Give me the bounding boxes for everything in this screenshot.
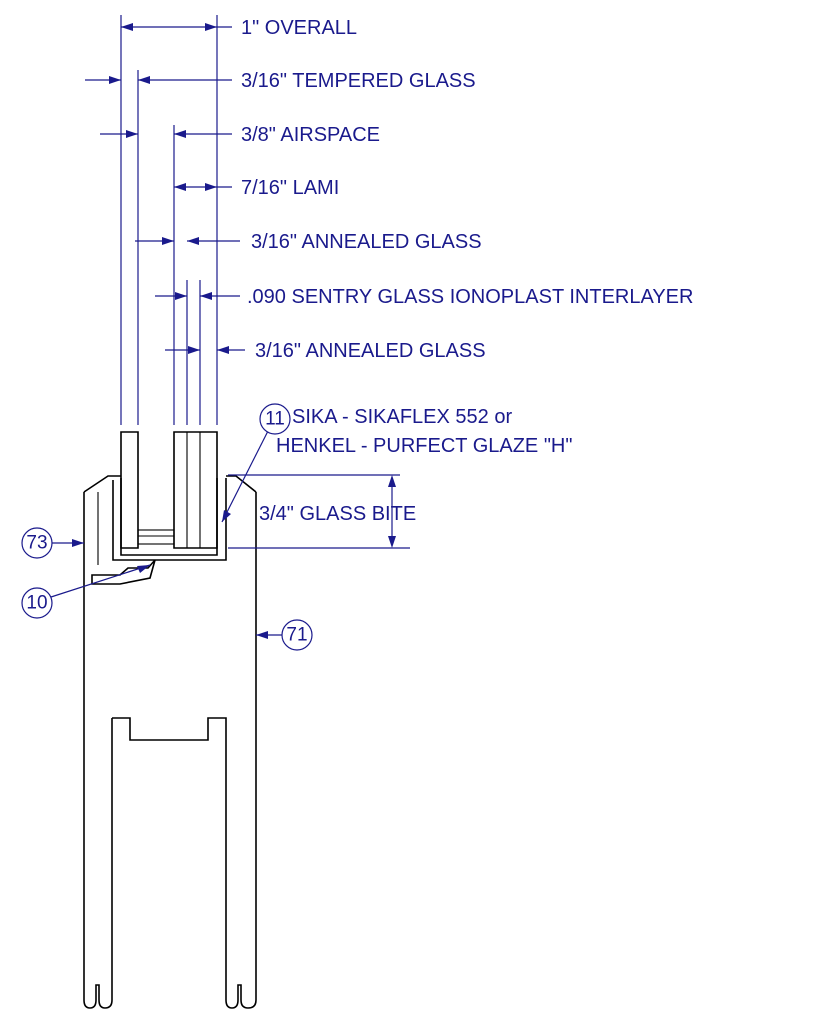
airspace-label: 3/8" AIRSPACE (241, 124, 380, 146)
svg-text:10: 10 (26, 593, 47, 614)
annealed-glass-2-label: 3/16" ANNEALED GLASS (255, 340, 486, 362)
dim-overall: 1" OVERALL (121, 17, 357, 39)
sealant-note: 11 SIKA - SIKAFLEX 552 or HENKEL - PURFE… (221, 403, 572, 523)
glass-bite-label: 3/4" GLASS BITE (259, 503, 416, 525)
callout-71: 71 (256, 619, 313, 651)
annealed-glass-1-label: 3/16" ANNEALED GLASS (251, 231, 482, 253)
overall-label: 1" OVERALL (241, 17, 357, 39)
dim-lami: 7/16" LAMI (174, 177, 339, 199)
tempered-glass-label: 3/16" TEMPERED GLASS (241, 70, 476, 92)
dim-interlayer: .090 SENTRY GLASS IONOPLAST INTERLAYER (155, 286, 693, 308)
bubble-11 (259, 403, 291, 435)
bubble-10 (21, 587, 53, 619)
dim-annealed-glass-1: 3/16" ANNEALED GLASS (135, 231, 482, 253)
callout-73: 73 (21, 527, 84, 559)
glazing-pocket (112, 478, 227, 561)
lami-label: 7/16" LAMI (241, 177, 339, 199)
sealant-line-2: HENKEL - PURFECT GLAZE "H" (276, 435, 572, 457)
frame-profile (83, 475, 257, 1009)
dim-airspace: 3/8" AIRSPACE (100, 124, 380, 146)
svg-text:11: 11 (265, 409, 285, 430)
callout-10: 10 (21, 564, 151, 619)
dim-tempered-glass: 3/16" TEMPERED GLASS (85, 70, 476, 92)
dim-annealed-glass-2: 3/16" ANNEALED GLASS (165, 340, 486, 362)
glass-lites (120, 431, 218, 549)
svg-text:71: 71 (286, 625, 307, 646)
sealant-line-1: SIKA - SIKAFLEX 552 or (292, 406, 512, 428)
dim-glass-bite: 3/4" GLASS BITE (228, 474, 416, 549)
interlayer-label: .090 SENTRY GLASS IONOPLAST INTERLAYER (247, 286, 693, 308)
svg-text:73: 73 (26, 533, 47, 554)
glass-extension-lines (120, 15, 218, 425)
